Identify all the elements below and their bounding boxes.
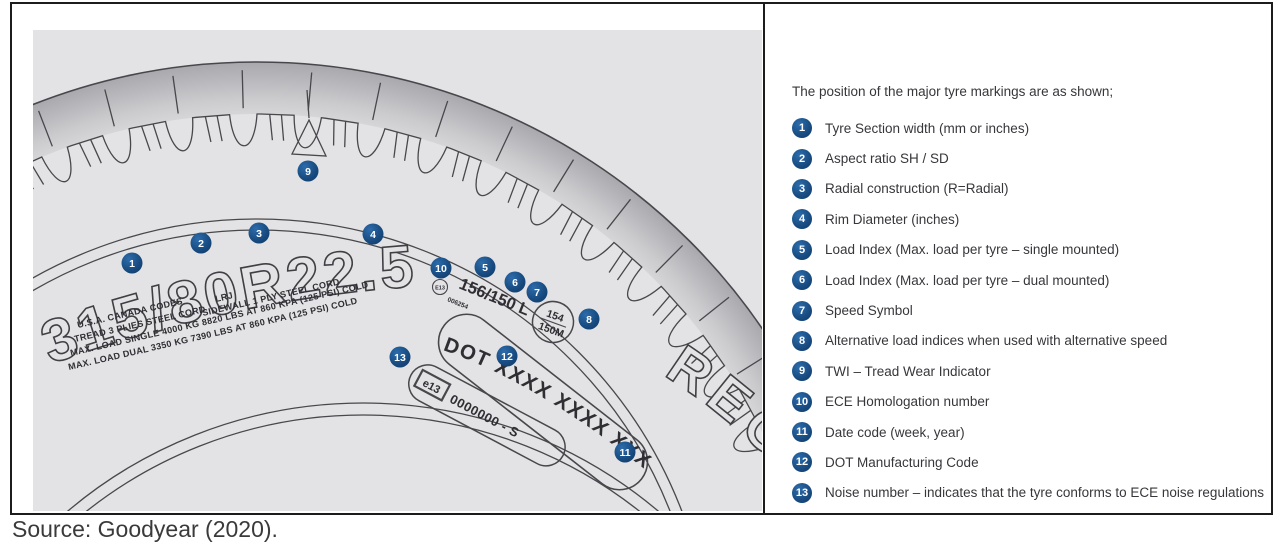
svg-text:12: 12 (501, 351, 513, 363)
legend-badge-2: 2 (792, 148, 812, 169)
legend-item-13: 13 Noise number – indicates that the tyre… (792, 478, 1271, 508)
svg-text:6: 6 (512, 277, 518, 289)
diagram-badge-1: 1 (121, 252, 143, 274)
diagram-badge-11: 11 (614, 441, 636, 463)
source-note: Source: Goodyear (2020). (12, 516, 278, 542)
diagram-badge-5: 5 (474, 256, 496, 278)
legend-item-4: 4 Rim Diameter (inches) (792, 204, 1271, 234)
legend-badge-10: 10 (792, 391, 812, 412)
legend-header: The position of the major tyre markings … (792, 84, 1114, 99)
diagram-badge-4: 4 (362, 223, 384, 245)
alt-load-top: 154 (545, 308, 566, 325)
diagram-badge-12: 12 (496, 345, 518, 367)
svg-text:8: 8 (586, 314, 592, 326)
diagram-badge-10: 10 (430, 257, 452, 279)
svg-text:10: 10 (435, 263, 447, 275)
legend-item-11: 11 Date code (week, year) (792, 417, 1271, 447)
legend-label-3: Radial construction (R=Radial) (825, 181, 1009, 197)
legend-item-3: 3 Radial construction (R=Radial) (792, 174, 1271, 204)
legend-badge-11: 11 (792, 422, 812, 443)
svg-text:4: 4 (370, 229, 376, 241)
legend-label-12: DOT Manufacturing Code (825, 454, 979, 470)
tread-band (33, 61, 762, 511)
tyre-diagram: 315/80R22.5 REG LRJ SIDEWALL 1 PLY STEEL… (33, 61, 762, 511)
legend-badge-12: 12 (792, 452, 812, 473)
legend-label-1: Tyre Section width (mm or inches) (825, 120, 1030, 136)
legend-item-5: 5 Load Index (Max. load per tyre – single… (792, 235, 1271, 265)
diagram-badge-13: 13 (389, 346, 411, 368)
ece-mark-letter: E13 (435, 286, 445, 292)
legend-item-6: 6 Load Index (Max. load per tyre – dual m… (792, 265, 1271, 295)
twi-triangle (290, 118, 328, 157)
legend-label-9: TWI – Tread Wear Indicator (825, 363, 991, 379)
diagram-badge-8: 8 (578, 308, 600, 330)
sidewall-line-lrj: LRJ (214, 290, 234, 304)
legend-item-2: 2 Aspect ratio SH / SD (792, 143, 1271, 173)
legend-badge-5: 5 (792, 239, 812, 260)
noise-oval (408, 364, 566, 467)
legend-item-9: 9 TWI – Tread Wear Indicator (792, 356, 1271, 386)
tread-sipes (33, 70, 762, 426)
diagram-badge-9: 9 (297, 160, 319, 182)
diagram-badge-6: 6 (504, 271, 526, 293)
legend-label-7: Speed Symbol (825, 303, 913, 319)
legend-badge-3: 3 (792, 178, 812, 199)
legend-panel: The position of the major tyre markings … (763, 4, 1271, 513)
diagram-badge-2: 2 (190, 232, 212, 254)
noise-e13-box (412, 368, 452, 402)
legend-badge-8: 8 (792, 330, 812, 351)
diagram-badge-3: 3 (248, 222, 270, 244)
tyre-diagram-panel: 315/80R22.5 REG LRJ SIDEWALL 1 PLY STEEL… (33, 30, 762, 511)
dot-oval (437, 313, 649, 491)
legend-label-11: Date code (week, year) (825, 424, 965, 440)
legend-badge-6: 6 (792, 270, 812, 291)
legend-label-8: Alternative load indices when used with … (825, 333, 1168, 349)
tread-scallop-line (33, 113, 762, 453)
legend-label-6: Load Index (Max. load per tyre – dual mo… (825, 272, 1110, 288)
legend-label-10: ECE Homologation number (825, 394, 990, 410)
legend-list: 1 Tyre Section width (mm or inches) 2 Aspe… (792, 113, 1271, 508)
legend-item-7: 7 Speed Symbol (792, 295, 1271, 325)
svg-text:5: 5 (482, 262, 488, 274)
legend-badge-9: 9 (792, 361, 812, 382)
legend-item-8: 8 Alternative load indices when used with… (792, 326, 1271, 356)
diagram-badges: 1 2 3 4 5 6 7 8 9 10 11 12 13 (121, 160, 636, 463)
svg-text:7: 7 (534, 287, 540, 299)
legend-label-4: Rim Diameter (inches) (825, 211, 960, 227)
twi-indicator (290, 89, 328, 157)
legend-item-10: 10 ECE Homologation number (792, 387, 1271, 417)
legend-item-12: 12 DOT Manufacturing Code (792, 447, 1271, 477)
svg-text:2: 2 (198, 238, 204, 250)
diagram-badge-7: 7 (526, 281, 548, 303)
legend-item-1: 1 Tyre Section width (mm or inches) (792, 113, 1271, 143)
legend-label-2: Aspect ratio SH / SD (825, 151, 949, 167)
legend-badge-4: 4 (792, 209, 812, 230)
figure-frame: 315/80R22.5 REG LRJ SIDEWALL 1 PLY STEEL… (10, 2, 1273, 515)
svg-text:3: 3 (256, 228, 262, 240)
svg-text:9: 9 (305, 166, 311, 178)
legend-label-5: Load Index (Max. load per tyre – single … (825, 242, 1120, 258)
svg-text:13: 13 (394, 352, 406, 364)
svg-text:1: 1 (129, 258, 135, 270)
svg-text:11: 11 (619, 447, 630, 459)
legend-badge-13: 13 (792, 482, 812, 503)
legend-badge-7: 7 (792, 300, 812, 321)
legend-badge-1: 1 (792, 118, 812, 139)
legend-label-13: Noise number – indicates that the tyre c… (825, 485, 1264, 501)
